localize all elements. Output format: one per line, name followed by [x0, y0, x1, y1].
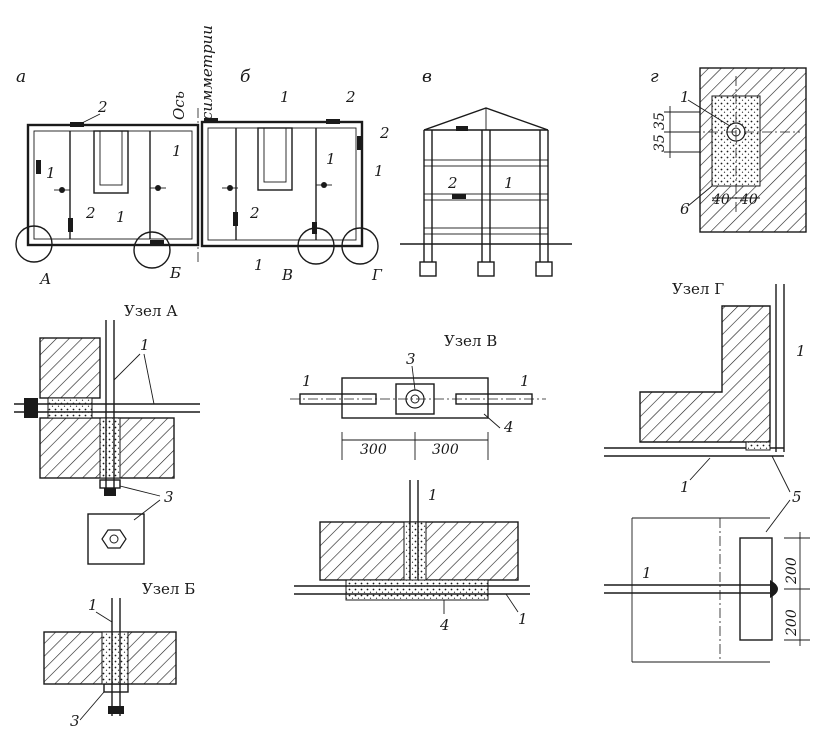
node-v-label-1b: 1	[520, 372, 530, 390]
node-circle-v	[297, 227, 335, 265]
node-v-label-1c: 1	[428, 486, 438, 504]
node-b-label-3: 3	[70, 712, 80, 730]
axis-label-line1: Ось	[170, 91, 188, 120]
node-g-plate	[739, 537, 773, 641]
plan-label-1b: 1	[116, 208, 126, 226]
dim-35-top: 35	[652, 112, 668, 130]
node-g-label-5: 5	[792, 488, 802, 506]
node-v-detail: Узел В 1 1 3 4 300 300 1 4 1	[290, 332, 546, 634]
dim-200-bottom: 200	[784, 609, 800, 637]
anchor-label-1: 1	[680, 88, 690, 106]
node-b-detail: Узел Б 1 3	[43, 580, 195, 730]
plan-label-1e: 1	[374, 162, 384, 180]
node-circle-g	[341, 227, 379, 265]
node-v-label-3: 3	[406, 350, 416, 368]
node-v-coupler-plan	[341, 377, 489, 419]
node-b-title: Узел Б	[142, 580, 195, 598]
node-v-label-4b: 4	[439, 616, 450, 634]
node-b-label-1: 1	[88, 596, 98, 614]
dim-300-right: 300	[432, 442, 459, 458]
node-g-title: Узел Г	[672, 280, 724, 298]
plan-label-1g: 1	[254, 256, 264, 274]
panel-label-a: а	[16, 67, 26, 87]
plan-label-1: 1	[46, 164, 56, 182]
axis-label-line2: симметрии	[198, 25, 216, 120]
node-label-a: А	[39, 270, 51, 288]
plan-label-1d: 1	[280, 88, 290, 106]
node-a-plate	[87, 513, 145, 565]
node-a-label-1: 1	[140, 336, 150, 354]
plan-label-2b: 2	[85, 204, 96, 222]
node-a-label-3: 3	[164, 488, 174, 506]
node-g-corner-wall	[639, 305, 771, 443]
anchor-label-6: 6	[680, 200, 690, 218]
plan-view: а б Ось симметрии	[15, 25, 390, 288]
node-circle-a	[15, 225, 53, 263]
dim-35-bottom: 35	[652, 134, 668, 152]
right-half-outline	[200, 120, 364, 248]
node-v-title: Узел В	[444, 332, 497, 350]
node-label-b: Б	[169, 264, 181, 282]
stairwell-left	[93, 130, 129, 194]
node-label-g: Г	[371, 266, 383, 284]
node-v-label-1a: 1	[302, 372, 312, 390]
node-label-v: В	[281, 266, 293, 284]
node-a-detail: Узел А 1 3	[14, 302, 200, 565]
section-view: в 2 1	[400, 67, 572, 277]
node-g-detail: Узел Г 1 1 5 1 200 200	[604, 280, 810, 663]
node-v-label-4a: 4	[503, 418, 514, 436]
right-half-inner	[207, 127, 357, 241]
plan-label-2c: 2	[345, 88, 356, 106]
dim-300-left: 300	[360, 442, 387, 458]
anchor-section: г 35 35 40 40 1 6	[650, 67, 807, 233]
panel-label-g: г	[650, 67, 659, 87]
panel-label-b: б	[240, 67, 251, 87]
node-circle-b	[133, 231, 171, 269]
node-g-label-1c: 1	[642, 564, 652, 582]
node-a-title: Узел А	[124, 302, 178, 320]
dim-40-left: 40	[711, 192, 730, 208]
plan-label-2: 2	[97, 98, 108, 116]
plan-label-1c: 1	[172, 142, 182, 160]
node-v-label-1d: 1	[518, 610, 528, 628]
plan-label-1f: 1	[326, 150, 336, 168]
plan-label-2d: 2	[379, 124, 390, 142]
plan-label-2e: 2	[249, 204, 260, 222]
left-half-outline	[26, 123, 200, 247]
stairwell-right	[257, 127, 293, 191]
dim-200-top: 200	[784, 557, 800, 585]
dim-40-right: 40	[739, 192, 758, 208]
node-g-label-1a: 1	[796, 342, 806, 360]
section-label-2: 2	[447, 174, 458, 192]
section-label-1: 1	[504, 174, 514, 192]
node-g-label-1b: 1	[680, 478, 690, 496]
panel-label-v: в	[422, 67, 432, 87]
